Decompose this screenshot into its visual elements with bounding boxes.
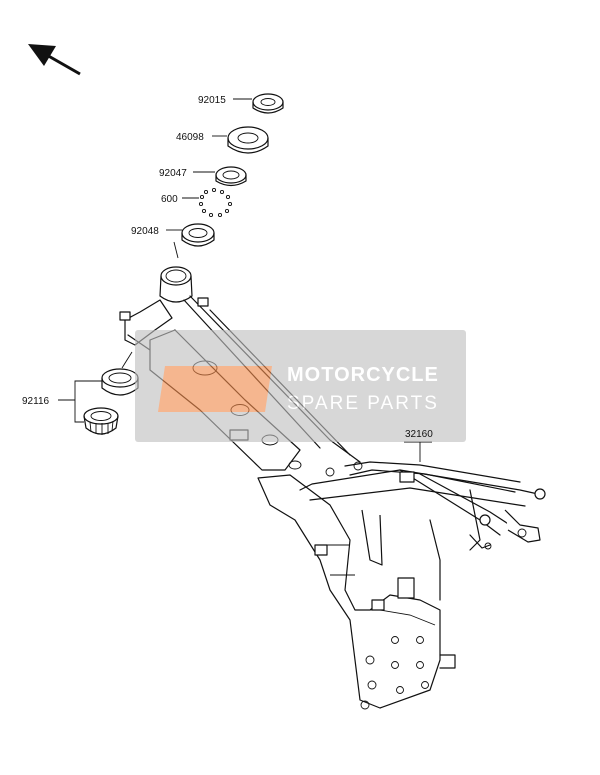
part-92015-nut — [252, 93, 284, 114]
part-number-92048: 92048 — [131, 226, 159, 237]
part-600-ball-bearings — [198, 187, 233, 218]
part-number-92116: 92116 — [22, 396, 50, 407]
part-92048-race — [181, 223, 215, 247]
part-number-32160: 32160 — [405, 429, 433, 440]
watermark: MOTORCYCLE SPARE PARTS — [135, 330, 466, 442]
watermark-badge-icon — [158, 366, 272, 412]
part-number-92047: 92047 — [159, 168, 187, 179]
watermark-panel — [135, 330, 466, 442]
watermark-title: MOTORCYCLE — [287, 364, 439, 386]
watermark-subtitle: SPARE PARTS — [287, 393, 439, 414]
part-number-600: 600 — [161, 194, 178, 205]
part-92116-lower-bearing — [83, 368, 139, 435]
part-46098-washer — [227, 126, 269, 154]
part-92047-race — [215, 166, 247, 187]
part-number-46098: 46098 — [176, 132, 204, 143]
part-number-92015: 92015 — [198, 95, 226, 106]
front-direction-arrow-icon — [28, 44, 81, 76]
